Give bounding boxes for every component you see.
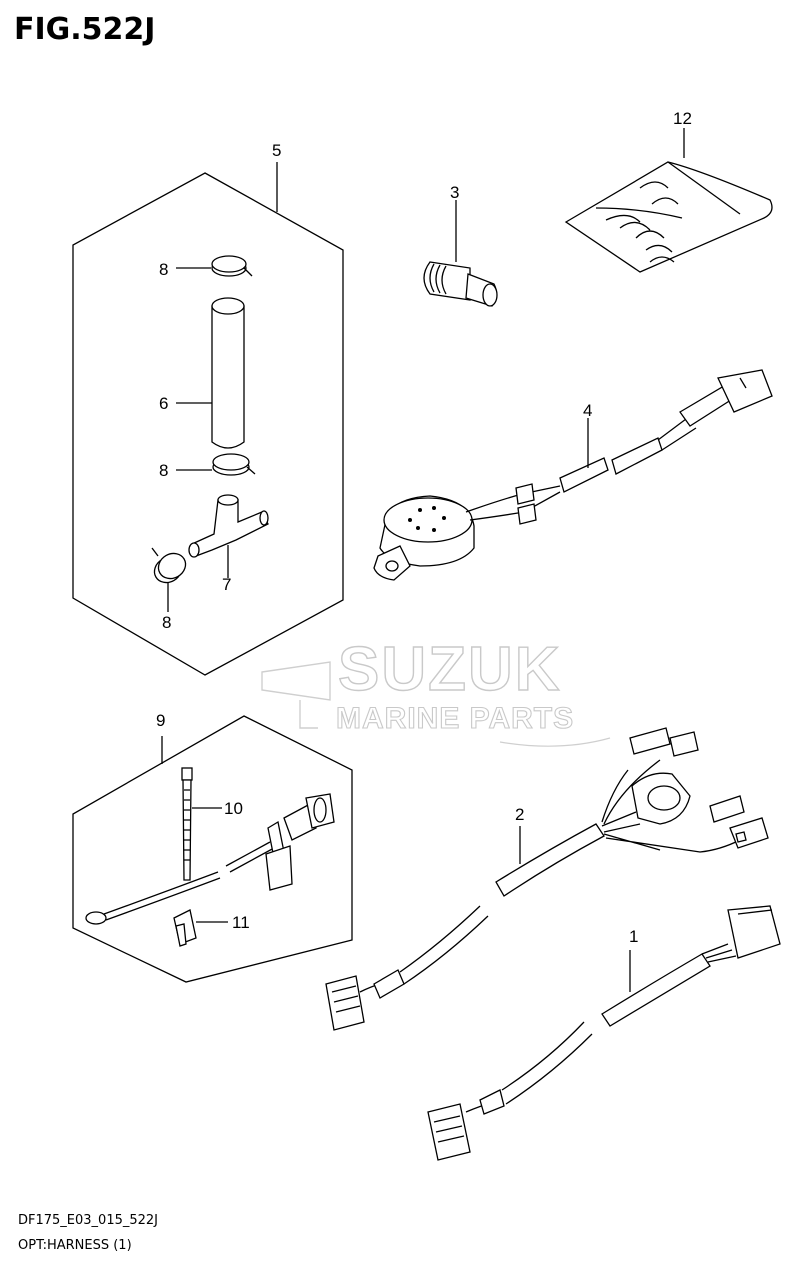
watermark-subtitle: MARINE PARTS [336,702,574,735]
callout-4: 4 [583,401,592,420]
ground-wire[interactable] [85,793,335,925]
watermark-logo-icon [261,661,331,729]
callout-8-middle: 8 [159,461,168,480]
footer-figure-name: OPT:HARNESS (1) [18,1238,132,1253]
kit-9-outline [72,715,353,983]
callout-5: 5 [272,141,281,160]
callout-6: 6 [159,394,168,413]
callout-9: 9 [156,711,165,730]
callout-8-bottom: 8 [162,613,171,632]
hose-clamp-middle[interactable] [212,453,256,476]
t-joint[interactable] [188,494,269,558]
cable-tie[interactable] [181,767,193,881]
callout-3: 3 [450,183,459,202]
hose[interactable] [211,297,245,449]
callout-10: 10 [224,799,243,818]
figure-title: FIG.522J [14,12,156,47]
watermark: SUZUK MARINE PARTS [261,634,611,747]
hose-clamp-bottom[interactable] [150,547,190,587]
harness-2[interactable] [325,727,769,1031]
fuse-clip[interactable] [173,909,197,947]
callout-11: 11 [232,913,250,932]
buzzer-harness[interactable] [373,369,773,581]
callout-1: 1 [629,927,638,946]
footer-figure-code: DF175_E03_015_522J [18,1213,159,1228]
callout-12: 12 [673,109,692,128]
kit-5-outline [72,172,344,676]
watermark-brand: SUZUK [338,635,562,704]
callout-2: 2 [515,805,524,824]
harness-1[interactable] [427,905,781,1161]
hose-clamp-top[interactable] [211,255,253,277]
callout-8-top: 8 [159,260,168,279]
parts-bag[interactable] [564,161,773,273]
plug[interactable] [423,261,498,307]
callout-7: 7 [222,575,231,594]
